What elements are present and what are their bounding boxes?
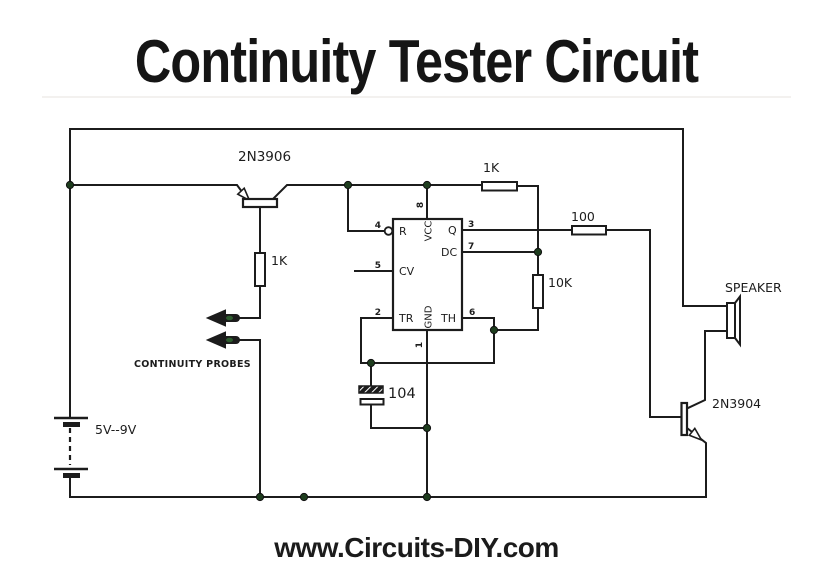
- pnp-emitter-arrow-icon: [236, 186, 252, 203]
- circuit-wires: [69, 128, 728, 498]
- junction-dot: [533, 247, 543, 257]
- wire-probe2-link: [236, 339, 261, 498]
- probe1-arrow-icon: [205, 309, 226, 327]
- wire-reset-branch: [347, 184, 385, 232]
- ic-555-symbol: [383, 217, 464, 332]
- wire-mid-rail-left: [69, 184, 250, 202]
- wire-threshold-pin: [461, 317, 495, 364]
- probe1-tip-dot: [226, 315, 233, 321]
- npn-base-bar: [680, 401, 689, 437]
- threshold-resistor-symbol: [532, 274, 544, 309]
- component-labels: 2N3906 1K 1K 100 10K 104 5V--9V CONTINUI…: [95, 149, 782, 437]
- probes-label: CONTINUITY PROBES: [134, 359, 251, 370]
- capacitor-plate-plain: [359, 398, 385, 406]
- junction-dot: [422, 423, 432, 433]
- junction-dots: [65, 180, 543, 502]
- pin-name-trigger: TR: [398, 312, 414, 325]
- probe1-symbol: [205, 309, 240, 327]
- pin-number-output: 3: [468, 220, 474, 230]
- base-resistor-label: 1K: [271, 253, 288, 268]
- speaker-symbol: [726, 293, 741, 348]
- page-title: Continuity Tester Circuit: [134, 28, 699, 95]
- pnp-transistor-label: 2N3906: [238, 149, 291, 165]
- capacitor-label: 104: [388, 386, 416, 402]
- probe2-tip-dot: [226, 337, 233, 343]
- capacitor-symbol: [358, 385, 385, 406]
- wire-bottom-rail: [69, 476, 707, 498]
- wire-10k-bottom: [493, 307, 539, 331]
- junction-dot: [65, 180, 75, 190]
- reset-bubble-icon: [383, 226, 394, 236]
- ic-555-box: [391, 217, 464, 332]
- speaker-cone: [734, 293, 741, 348]
- output-resistor-symbol: [571, 225, 607, 236]
- npn-emitter-arrow-icon: [687, 426, 704, 442]
- junction-dot: [489, 325, 499, 335]
- speaker-driver: [726, 302, 736, 339]
- battery-symbol: [54, 416, 88, 478]
- pin-number-vcc: 8: [416, 202, 426, 208]
- component-symbols: [54, 181, 741, 478]
- junction-dot: [422, 180, 432, 190]
- wire-output-to-base: [605, 229, 682, 418]
- wire-top-rail: [69, 128, 728, 307]
- pnp-base-bar: [241, 197, 279, 209]
- threshold-resistor-label: 10K: [548, 275, 573, 290]
- vcc-resistor-symbol: [481, 181, 518, 192]
- pin-number-trigger: 2: [375, 308, 381, 318]
- pin-number-control: 5: [375, 261, 381, 271]
- junction-dot: [422, 492, 432, 502]
- pin-name-ground: GND: [424, 305, 435, 328]
- capacitor-plate-hatched: [358, 385, 384, 394]
- pin-name-vcc: VCC: [424, 221, 435, 242]
- pin-name-control: CV: [399, 265, 415, 278]
- pin-name-discharge: DC: [441, 246, 457, 259]
- pin-name-threshold: TH: [440, 312, 456, 325]
- title-divider: [42, 96, 791, 98]
- npn-transistor-label: 2N3904: [712, 396, 761, 411]
- speaker-label: SPEAKER: [725, 280, 782, 295]
- probe2-arrow-icon: [205, 331, 226, 349]
- wire-vcc-resistor-drop: [516, 185, 539, 276]
- junction-dot: [255, 492, 265, 502]
- probe2-symbol: [205, 331, 240, 349]
- npn-transistor-symbol: [680, 401, 704, 442]
- pin-name-output: Q: [448, 224, 457, 237]
- junction-dot: [299, 492, 309, 502]
- pin-number-ground: 1: [415, 342, 425, 348]
- pin-number-reset: 4: [375, 221, 381, 231]
- pin-number-threshold: 6: [469, 308, 475, 318]
- base-resistor-symbol: [254, 252, 266, 287]
- pin-number-discharge: 7: [468, 242, 474, 252]
- output-resistor-label: 100: [571, 209, 595, 224]
- junction-dot: [343, 180, 353, 190]
- wire-probe1-link: [236, 285, 261, 319]
- vcc-resistor-label: 1K: [483, 160, 500, 175]
- battery-label: 5V--9V: [95, 422, 137, 437]
- wire-cap-bottom-lead: [370, 404, 428, 429]
- wire-mid-rail-right: [270, 184, 483, 202]
- ic-pin-labels: R VCC Q DC CV TR TH GND 4 8 3 7 5 2 6 1: [375, 202, 476, 348]
- junction-dot: [366, 358, 376, 368]
- wire-speaker-bottom: [686, 330, 728, 410]
- pnp-transistor-symbol: [236, 186, 279, 209]
- pin-name-reset: R: [399, 225, 407, 238]
- website-footer: www.Circuits-DIY.com: [274, 532, 559, 563]
